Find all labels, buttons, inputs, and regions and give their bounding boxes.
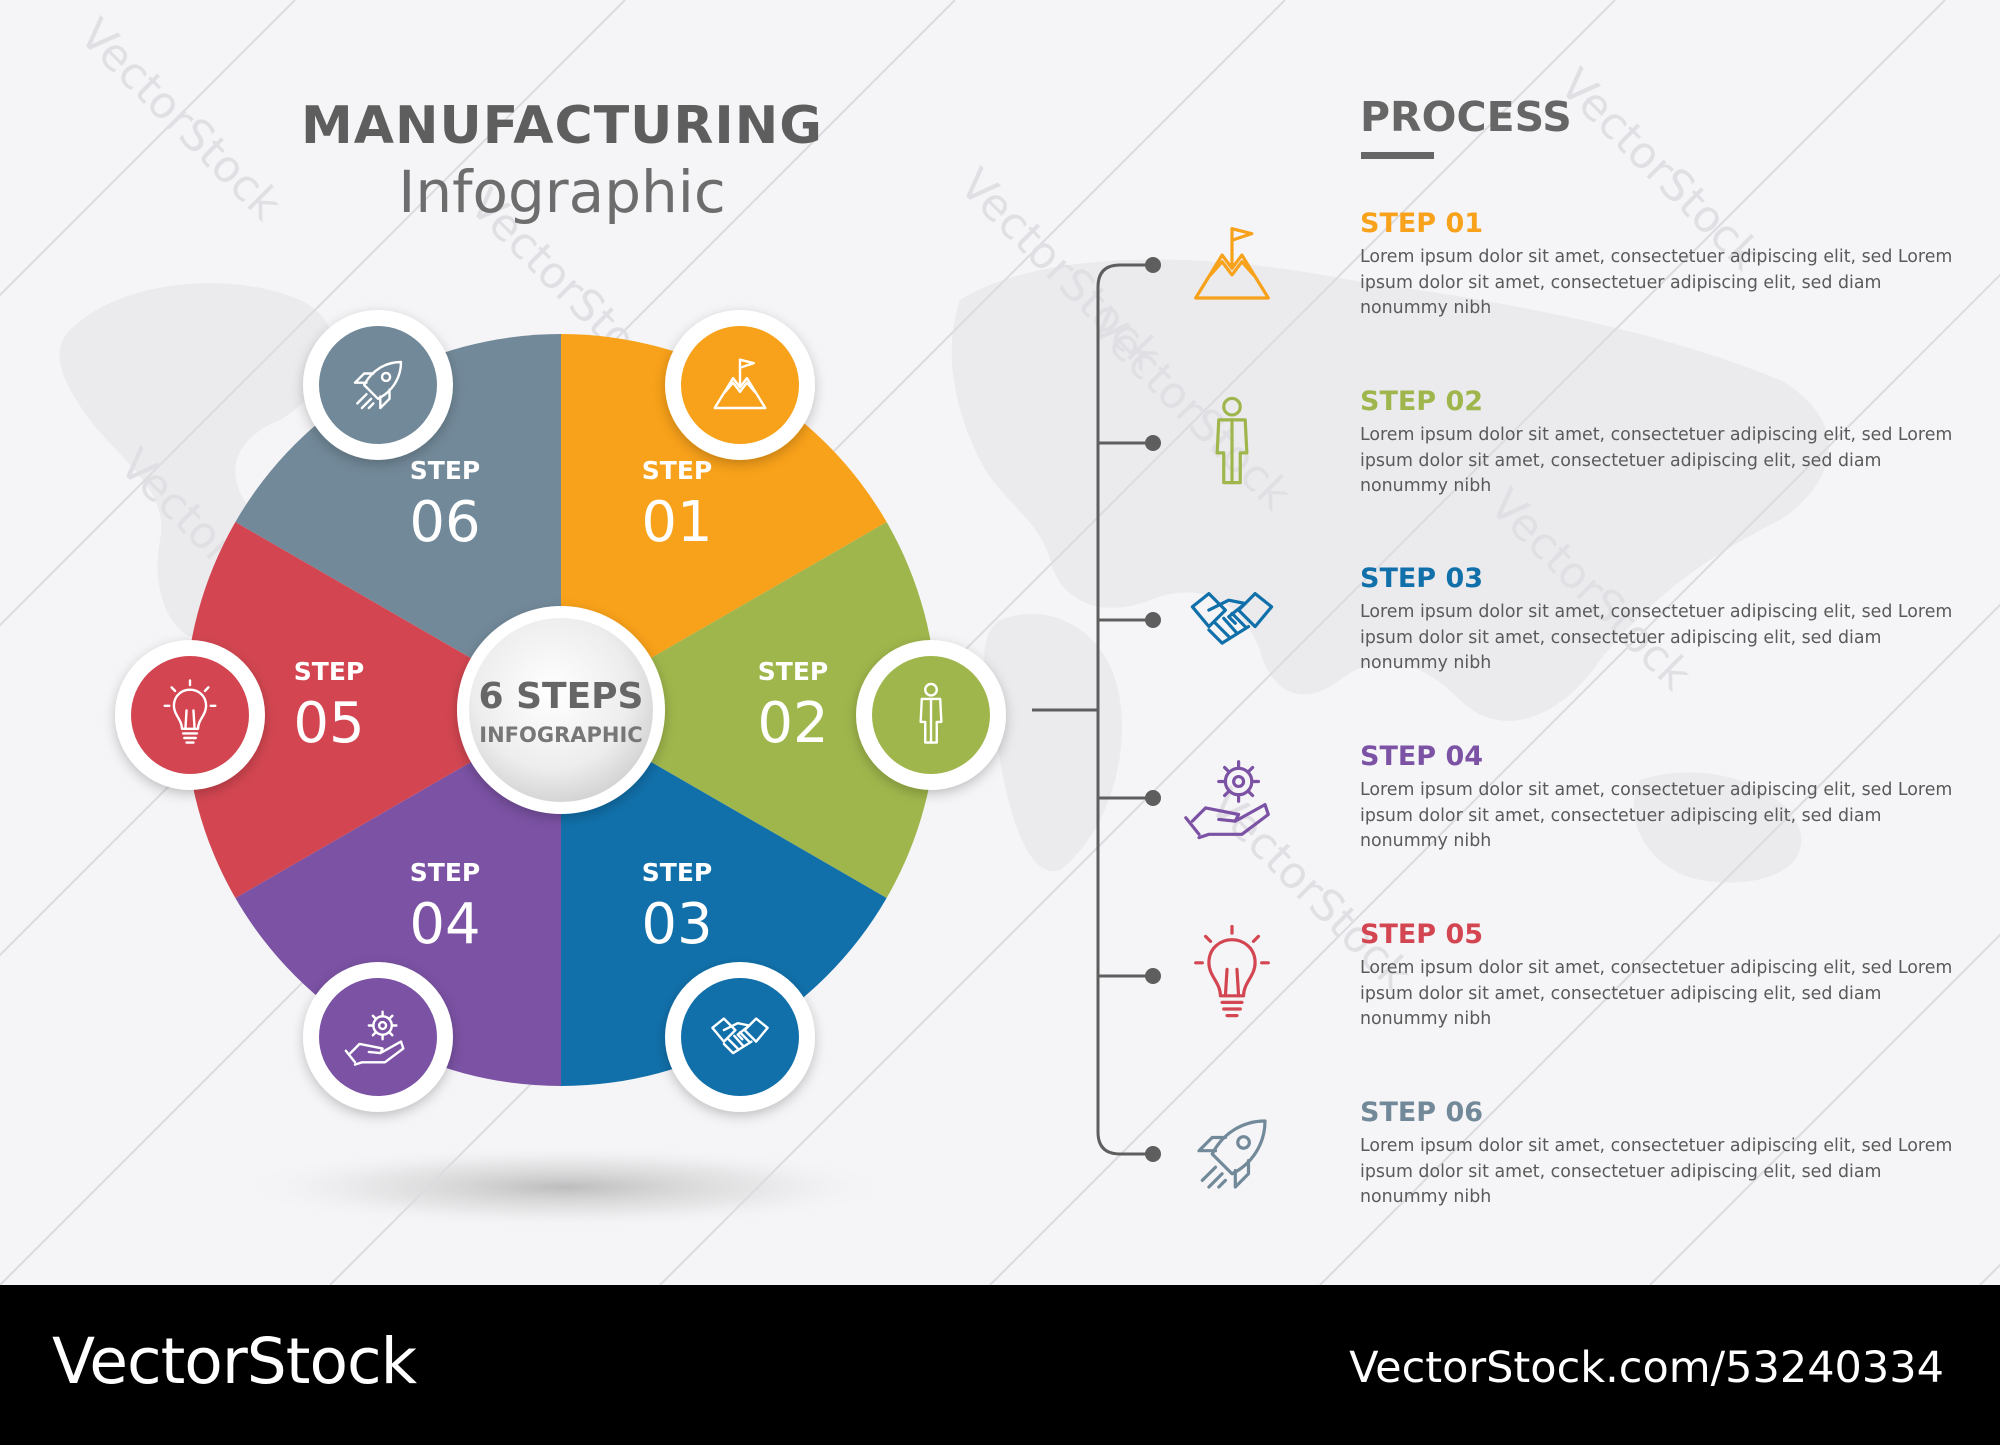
connector-dot (1145, 968, 1161, 984)
footer-brand: VectorStock (52, 1325, 417, 1398)
person-icon (919, 682, 943, 744)
wheel-step-number: 05 (293, 691, 364, 756)
process-step-01: STEP 01 Lorem ipsum dolor sit amet, conse… (1360, 207, 1980, 322)
process-lightbulb-icon (1194, 924, 1270, 1018)
step-06-badge (303, 310, 453, 460)
wheel-sectors (185, 334, 937, 1086)
wheel-sector-04 (235, 710, 561, 1086)
wheel-step-number: 02 (757, 691, 828, 756)
background-layer: VectorStockVectorStockVectorStockVectorS… (0, 0, 2000, 1285)
wheel-step-number: 03 (641, 892, 712, 957)
process-step-description: Lorem ipsum dolor sit amet, consectetuer… (1360, 780, 1953, 851)
wheel-step-label: STEP (410, 456, 480, 485)
process-step-title: STEP 05 (1360, 919, 1484, 950)
page-subtitle: Infographic (398, 158, 726, 226)
wheel-step-number: 04 (409, 892, 480, 957)
wheel-sector-03 (561, 710, 887, 1086)
process-step-description: Lorem ipsum dolor sit amet, consectetuer… (1360, 425, 1953, 496)
process-step-05: STEP 05 Lorem ipsum dolor sit amet, conse… (1360, 918, 1980, 1033)
wheel-sector-02 (561, 522, 937, 898)
wheel-badges (115, 310, 1006, 1112)
step-05-badge (115, 640, 265, 790)
wheel-step-label: STEP (642, 858, 712, 887)
connector-spine (1096, 263, 1153, 1156)
process-icons (1184, 227, 1274, 1189)
wheel-step-label: STEP (294, 657, 364, 686)
wheel-step-number: 06 (409, 490, 480, 555)
process-step-03: STEP 03 Lorem ipsum dolor sit amet, conse… (1360, 562, 1980, 677)
wheel-sector-01 (561, 334, 887, 710)
process-step-description: Lorem ipsum dolor sit amet, consectetuer… (1360, 1136, 1953, 1207)
process-rocket-icon (1197, 1119, 1267, 1189)
process-step-title: STEP 06 (1360, 1097, 1484, 1128)
process-handshake-icon (1190, 592, 1274, 645)
rocket-icon (353, 360, 403, 410)
wheel-shadow (235, 1145, 895, 1229)
process-hand-gear-icon (1184, 760, 1270, 840)
mountain-flag-icon (713, 358, 767, 410)
connector-dot (1145, 790, 1161, 806)
process-title: PROCESS (1360, 93, 1572, 141)
process-step-title: STEP 01 (1360, 208, 1484, 239)
handshake-icon (711, 1017, 769, 1055)
process-step-06: STEP 06 Lorem ipsum dolor sit amet, conse… (1360, 1096, 1980, 1211)
center-hub: 6 STEPS INFOGRAPHIC (457, 606, 665, 814)
center-hub-title: 6 STEPS (479, 676, 644, 717)
wheel-step-label: STEP (758, 657, 828, 686)
connector-dot (1145, 435, 1161, 451)
footer-url: VectorStock.com/53240334 (1349, 1343, 1944, 1393)
process-step-02: STEP 02 Lorem ipsum dolor sit amet, conse… (1360, 385, 1980, 500)
process-step-description: Lorem ipsum dolor sit amet, consectetuer… (1360, 958, 1953, 1029)
process-person-icon (1215, 396, 1249, 485)
wheel-step-label: STEP (642, 456, 712, 485)
process-step-description: Lorem ipsum dolor sit amet, consectetuer… (1360, 602, 1953, 673)
step-04-badge (303, 962, 453, 1112)
footer-bar: VectorStock VectorStock.com/53240334 (0, 1285, 2000, 1445)
process-step-title: STEP 04 (1360, 741, 1484, 772)
wheel-step-number: 01 (641, 490, 712, 555)
page-title: MANUFACTURING (301, 96, 823, 156)
lightbulb-icon (163, 679, 217, 744)
step-01-badge (665, 310, 815, 460)
process-step-description: Lorem ipsum dolor sit amet, consectetuer… (1360, 247, 1953, 318)
connector-dot (1145, 257, 1161, 273)
wheel-step-label: STEP (410, 858, 480, 887)
process-mountain-flag-icon (1194, 227, 1270, 300)
connector-dot (1145, 612, 1161, 628)
process-title-underline (1361, 152, 1434, 159)
process-step-title: STEP 02 (1360, 386, 1484, 417)
hand-gear-icon (344, 1010, 405, 1066)
process-step-04: STEP 04 Lorem ipsum dolor sit amet, conse… (1360, 740, 1980, 855)
process-connector (1032, 257, 1161, 1162)
wheel-sector-05 (185, 522, 561, 898)
step-02-badge (856, 640, 1006, 790)
center-hub-subtitle: INFOGRAPHIC (479, 723, 642, 747)
process-step-title: STEP 03 (1360, 563, 1484, 594)
connector-dot (1145, 1146, 1161, 1162)
step-03-badge (665, 962, 815, 1112)
